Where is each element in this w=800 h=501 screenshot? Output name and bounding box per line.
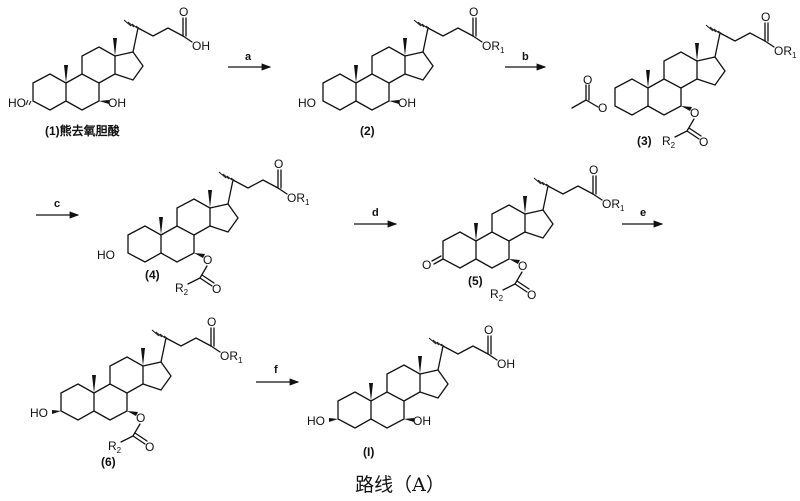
compound-3: OR1 O O O O R2 (3) — [571, 9, 797, 150]
terminal-oh: OH — [497, 357, 515, 371]
terminal-oh: OH — [192, 39, 210, 53]
svg-text:O: O — [518, 259, 527, 273]
svg-text:O: O — [527, 288, 536, 302]
svg-text:R2: R2 — [490, 287, 504, 303]
svg-text:OR1: OR1 — [774, 44, 797, 60]
compound-3-label: (3) — [637, 134, 652, 148]
c7-oh: OH — [108, 96, 126, 110]
arrow-e-label: e — [640, 207, 646, 219]
arrow-b-label: b — [522, 51, 529, 63]
compound-5: OR1 O O O R2 (5) — [422, 162, 625, 303]
svg-text:O: O — [690, 106, 699, 120]
c3-ho: HO — [298, 96, 316, 110]
compound-5-label: (5) — [468, 274, 483, 288]
arrow-f-label: f — [274, 364, 278, 376]
svg-text:O: O — [699, 135, 708, 149]
svg-text:R2: R2 — [175, 281, 189, 297]
compound-4-label: (4) — [145, 268, 160, 282]
svg-text:R2: R2 — [108, 439, 122, 455]
c7-oh: OH — [398, 96, 416, 110]
compound-1: OH HO OH (1)熊去氧胆酸 — [8, 4, 210, 138]
arrow-c-label: c — [54, 198, 60, 210]
svg-text:O: O — [583, 73, 592, 87]
arrow-a-label: a — [245, 51, 252, 63]
svg-text:OR1: OR1 — [287, 191, 310, 207]
compound-I-label: (I) — [363, 445, 374, 459]
compound-I: OH HO OH (I) — [307, 322, 515, 459]
compound-6: OR1 HO O O R2 (6) — [30, 314, 243, 469]
svg-text:O: O — [422, 258, 431, 272]
svg-text:O: O — [212, 282, 221, 296]
compound-6-label: (6) — [101, 455, 116, 469]
c3-ho: HO — [8, 96, 26, 110]
svg-text:OR1: OR1 — [220, 349, 243, 365]
svg-text:O: O — [145, 440, 154, 454]
svg-text:R2: R2 — [662, 134, 676, 150]
svg-text:O: O — [203, 253, 212, 267]
c3-ho: HO — [30, 406, 48, 420]
compound-1-label: (1)熊去氧胆酸 — [45, 123, 121, 138]
svg-text:OR1: OR1 — [482, 39, 505, 55]
compound-2: OR1 HO OH (2) — [298, 4, 505, 138]
c3-ho: HO — [97, 248, 115, 262]
svg-text:O: O — [598, 101, 607, 115]
route-title: 路线（A） — [355, 474, 445, 496]
svg-text:O: O — [136, 411, 145, 425]
c3-ho: HO — [307, 414, 325, 428]
compound-2-label: (2) — [360, 124, 375, 138]
c7-oh: OH — [413, 414, 431, 428]
svg-text:OR1: OR1 — [602, 197, 625, 213]
compound-4: OR1 HO O O R2 (4) — [97, 156, 310, 297]
arrow-d-label: d — [372, 207, 379, 219]
